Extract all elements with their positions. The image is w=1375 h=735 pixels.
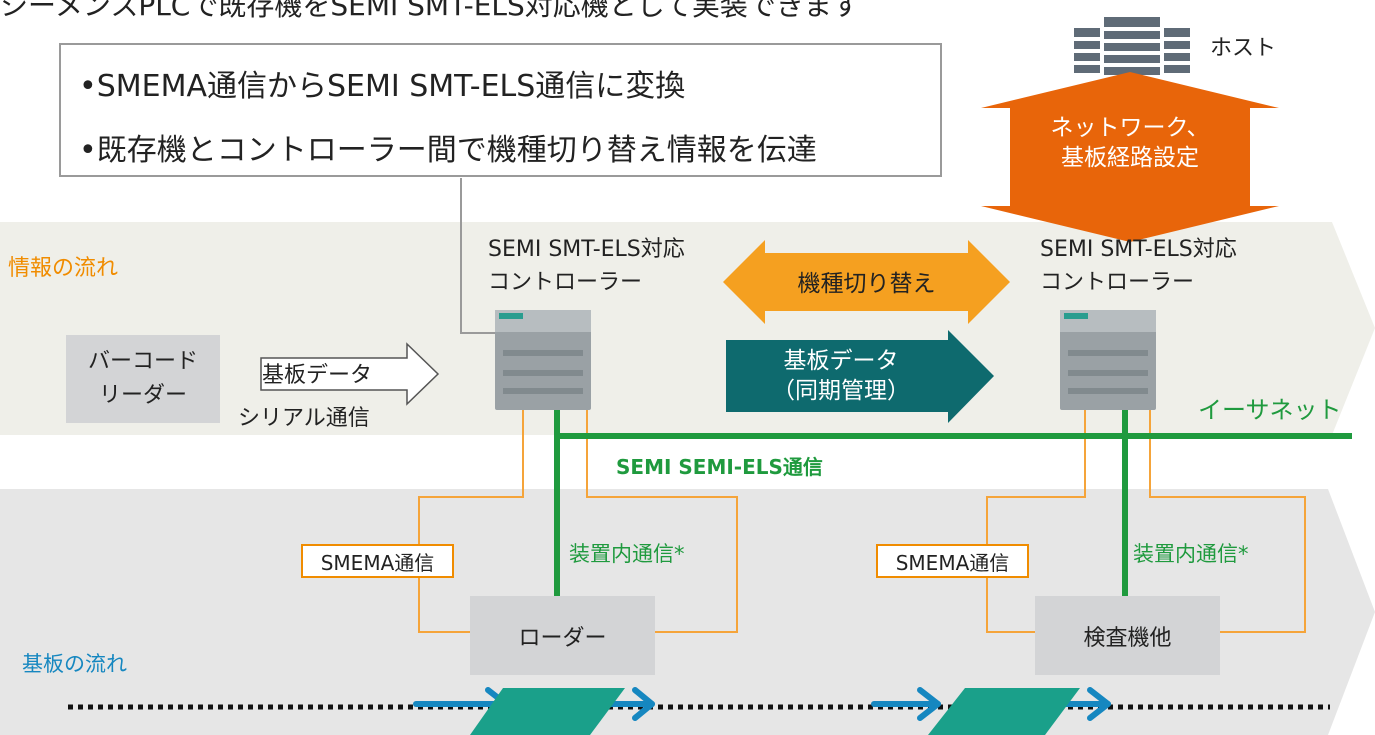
internal-comm-left: 装置内通信* [569,542,685,566]
network-double-arrow [981,72,1279,242]
ethernet-label: イーサネット [1198,396,1342,424]
network-arrow-line1: ネットワーク、 [1050,115,1210,141]
barcode-reader-line1: バーコード [87,349,198,374]
board-data-sync-text: 基板データ （同期管理） [726,346,956,406]
plc-io-row [503,388,583,394]
inspection-box: 検査機他 [1035,596,1220,675]
server-icon [1074,17,1190,75]
smema-tag-right: SMEMA通信 [876,544,1029,578]
internal-comm-right: 装置内通信* [1133,542,1249,566]
plc-io-row [1068,388,1148,394]
controller-left-line2: コントローラー [488,270,643,295]
barcode-reader-line2: リーダー [98,383,187,408]
plc-controller-right [1060,310,1156,410]
page-title: シーメンスPLCで既存機をSEMI SMT-ELS対応機として実装できます [0,0,860,22]
plc-logo [1064,313,1088,319]
plc-io-row [1068,370,1148,376]
plc-io-row [503,350,583,356]
board-flow-label: 基板の流れ [22,652,127,676]
plc-controller-left [495,310,591,410]
flow-arrow-icon [871,687,941,721]
network-arrow-line2: 基板経路設定 [1061,145,1199,171]
callout-bullet-2-text: 既存機とコントローラー間で機種切り替え情報を伝達 [96,133,817,168]
controller-left-title: SEMI SMT-ELS対応 コントローラー [488,233,685,299]
callout-bullet-1-text: SMEMA通信からSEMI SMT-ELS通信に変換 [96,69,686,104]
controller-right-title: SEMI SMT-ELS対応 コントローラー [1040,233,1237,299]
semi-els-label: SEMI SEMI-ELS通信 [616,455,823,479]
info-flow-label: 情報の流れ [8,256,119,281]
board-data-sync-line2: （同期管理） [772,378,910,404]
controller-right-line2: コントローラー [1040,270,1195,295]
loader-box: ローダー [470,596,655,675]
model-switch-arrow [723,240,1010,324]
controller-right-line1: SEMI SMT-ELS対応 [1040,237,1237,262]
callout-bullet-2: •既存機とコントローラー間で機種切り替え情報を伝達 [79,133,817,168]
plc-io-row [1068,350,1148,356]
controller-left-line1: SEMI SMT-ELS対応 [488,237,685,262]
host-label: ホスト [1210,36,1277,61]
network-arrow-text: ネットワーク、 基板経路設定 [1010,113,1250,173]
feature-callout: •SMEMA通信からSEMI SMT-ELS通信に変換 •既存機とコントローラー… [59,43,942,177]
board-data-sync-line1: 基板データ [783,348,899,374]
plc-io-row [503,370,583,376]
pcb-board-icon [470,688,625,735]
board-data-label: 基板データ [262,363,373,388]
plc-logo [499,313,523,319]
board-data-sync-arrow [726,330,994,423]
callout-bullet-1: •SMEMA通信からSEMI SMT-ELS通信に変換 [79,69,686,104]
smema-tag-left: SMEMA通信 [301,544,454,578]
pcb-board-icon [928,688,1080,735]
barcode-reader-box: バーコード リーダー [66,335,220,423]
model-switch-label: 機種切り替え [797,271,936,297]
board-data-outline-arrow [260,342,440,406]
serial-label: シリアル通信 [238,406,370,431]
